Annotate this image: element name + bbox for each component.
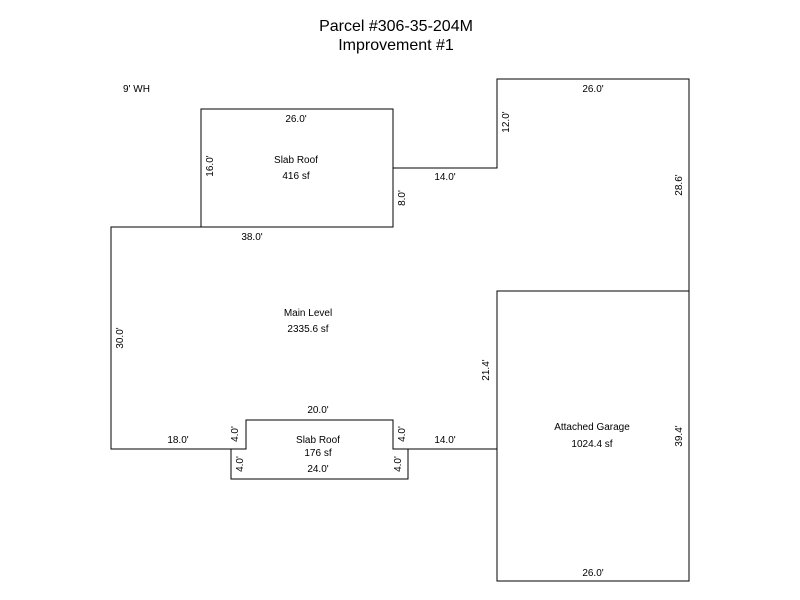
main-level-outline [110,226,497,450]
attached-garage-label: Attached Garage [554,422,630,433]
dimension-bottom-left: 18.0' [167,435,188,446]
dimension-slab-bottom-width-top: 20.0' [307,405,328,416]
wall-height-note: 9' WH [123,84,150,95]
slab-roof-bottom-label: Slab Roof [296,435,340,446]
dimension-garage-left: 21.4' [481,359,492,380]
dimension-upper-left-height: 12.0' [501,111,512,132]
improvement-title: Improvement #1 [338,37,454,54]
dimension-slab-bottom-width: 24.0' [307,464,328,475]
dimension-upper-right-width: 26.0' [582,84,603,95]
slab-roof-top-size: 416 sf [282,171,309,182]
attached-garage-outline [496,290,690,582]
slab-roof-top-label: Slab Roof [274,155,318,166]
slab-roof-bottom-size: 176 sf [304,448,331,459]
dimension-garage-right: 39.4' [674,425,685,446]
dimension-slab-bottom-outer-left: 4.0' [235,456,246,472]
slab-roof-bottom-outline [230,449,409,480]
dimension-slab-bottom-inner-right: 4.0' [397,426,408,442]
dimension-connector: 14.0' [434,172,455,183]
dimension-slab-top-width: 26.0' [285,114,306,125]
attached-garage-size: 1024.4 sf [571,439,612,450]
main-level-label: Main Level [284,308,332,319]
dimension-slab-bottom-outer-right: 4.0' [393,456,404,472]
dimension-slab-top-right: 8.0' [397,190,408,206]
dimension-slab-top-left: 16.0' [205,155,216,176]
dimension-bottom-mid: 14.0' [434,435,455,446]
slab-roof-top-outline [200,108,394,228]
upper-right-outline [393,78,690,291]
dimension-garage-bottom: 26.0' [582,568,603,579]
dimension-slab-bottom-inner-left: 4.0' [230,426,241,442]
parcel-title: Parcel #306-35-204M [319,18,473,35]
dimension-right-side: 28.6' [674,174,685,195]
dimension-main-left: 30.0' [115,327,126,348]
main-level-size: 2335.6 sf [287,324,328,335]
dimension-main-top: 38.0' [241,232,262,243]
